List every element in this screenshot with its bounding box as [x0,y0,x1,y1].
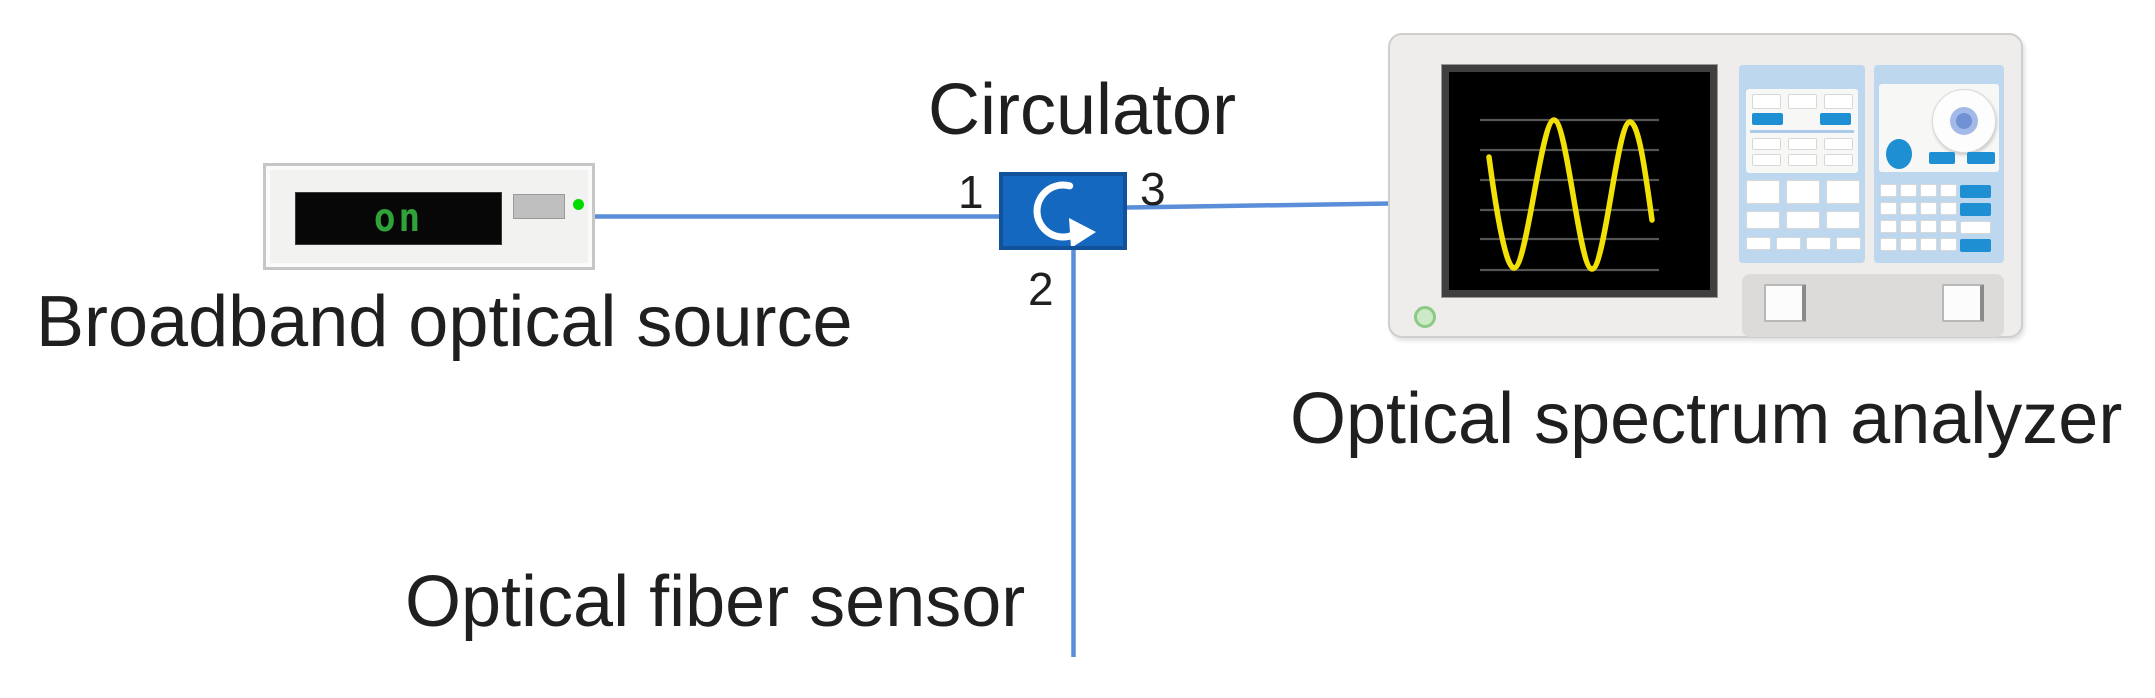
source-display-screen: on [295,192,502,245]
key-button [1920,220,1937,233]
key-button [1940,238,1957,251]
key-button-blue [1960,203,1991,216]
source-on-indicator-text: on [373,196,424,241]
circulator-port1-number: 1 [958,166,984,218]
key-button [1824,154,1853,166]
key-button-blue [1960,239,1991,252]
key-button [1900,238,1917,251]
source-power-button [513,194,565,219]
key-button [1826,211,1860,229]
key-button [1752,138,1781,150]
circulator-label: Circulator [928,70,1237,150]
key-button [1824,94,1853,109]
key-button-blue [1752,113,1783,125]
oval-button [1886,139,1912,169]
sine-wave-trace-icon [1480,117,1659,272]
key-button [1880,220,1897,233]
key-button [1746,237,1771,250]
analyzer-keypad-left [1739,65,1865,263]
knob-center [1956,113,1972,129]
key-button [1786,211,1820,229]
key-button [1920,184,1937,197]
knob-ring [1950,107,1978,135]
key-button [1880,238,1897,251]
circulator-box [999,172,1127,250]
analyzer-screen [1441,64,1718,298]
numeric-keypad [1880,184,1957,251]
analyzer-bottom-strip [1742,274,2004,337]
key-button [1940,202,1957,215]
fiber-port3-to-analyzer [1126,201,1391,210]
key-button-blue [1960,185,1991,198]
analyzer-control-panel-right [1874,65,2004,263]
key-button-blue [1929,152,1955,164]
key-button [1752,94,1781,109]
broadband-source-device: on [263,163,595,270]
key-button [1940,184,1957,197]
clockwise-circulation-arrow-icon [1033,181,1096,246]
key-button [1900,202,1917,215]
key-button [1900,220,1917,233]
key-button [1746,180,1780,204]
key-button [1960,221,1991,234]
keypad-divider [1750,130,1854,133]
key-button [1788,138,1817,150]
rotary-knob-icon [1932,89,1996,153]
key-button [1788,94,1817,109]
key-button [1776,237,1801,250]
source-label: Broadband optical source [36,282,853,362]
key-button-blue [1967,152,1995,164]
circulator-port3-number: 3 [1140,163,1166,215]
key-button [1900,184,1917,197]
key-button [1826,180,1860,204]
latch-right [1942,284,1984,322]
keypad-inset-area [1746,89,1858,173]
key-button [1920,202,1937,215]
key-button [1752,154,1781,166]
key-button [1806,237,1831,250]
latch-left [1764,284,1806,322]
key-button-blue [1820,113,1851,125]
key-button [1836,237,1861,250]
key-button [1920,238,1937,251]
side-key-column [1960,185,1991,252]
key-button [1746,211,1780,229]
key-button [1880,202,1897,215]
sine-wave-path [1486,117,1655,272]
analyzer-power-led-icon [1414,306,1436,328]
key-button [1940,220,1957,233]
knob-inset-area [1879,84,1999,172]
analyzer-label: Optical spectrum analyzer [1290,379,2123,459]
key-button [1824,138,1853,150]
key-button [1880,184,1897,197]
source-led-icon [573,199,584,210]
fiber-sensor-label: Optical fiber sensor [405,562,1026,642]
spectrum-analyzer-device [1388,33,2023,338]
key-button [1786,180,1820,204]
key-button [1788,154,1817,166]
circulator-port2-number: 2 [1028,263,1054,315]
